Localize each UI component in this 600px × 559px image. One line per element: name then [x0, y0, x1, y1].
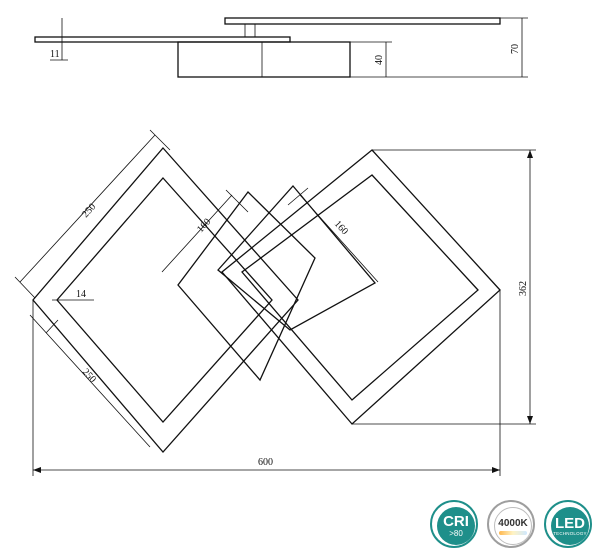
- led-badge-inner: LED TECHNOLOGY: [551, 507, 589, 545]
- side-panel-right: [224, 17, 501, 25]
- cri-badge: CRI >80: [430, 500, 478, 548]
- dim-thickness-label: 11: [50, 49, 60, 60]
- dim-total-width-arrow-right: [492, 467, 500, 473]
- right-diamond-outer: [221, 149, 501, 425]
- color-temperature-value: 4000K: [498, 517, 528, 529]
- dim-total-height-label: 70: [510, 44, 521, 54]
- dim-total-depth-arrow-top: [527, 150, 533, 158]
- cri-badge-inner: CRI >80: [437, 507, 475, 545]
- dim-body-height-label: 40: [374, 55, 385, 65]
- color-temperature-badge-inner: 4000K: [494, 507, 532, 545]
- dim-outer-square-line: [19, 134, 156, 283]
- dim-outer-square-ext-1: [14, 276, 36, 299]
- dim-inner-left-line: [161, 194, 233, 273]
- dim-total-width-label: 600: [258, 457, 273, 468]
- side-view: 11 40 70: [34, 17, 528, 78]
- led-badge-title: LED: [555, 514, 585, 532]
- center-square-left: [177, 191, 316, 382]
- top-view: 250 160 160 14 250 600 362: [14, 129, 536, 476]
- cri-badge-title: CRI: [443, 513, 469, 530]
- dim-outer-square-lower-ext: [45, 319, 59, 334]
- dim-outer-square-ext-2: [149, 129, 171, 151]
- dim-outer-square-lower-line: [29, 314, 151, 448]
- dim-total-depth-label: 362: [518, 281, 529, 296]
- center-square-right: [217, 185, 377, 331]
- dim-inner-right-ext: [287, 187, 309, 206]
- left-diamond-outer: [32, 147, 299, 453]
- dim-outer-square-label: 250: [80, 201, 98, 220]
- cri-badge-value: >80: [449, 529, 463, 538]
- dim-total-width-arrow-left: [33, 467, 41, 473]
- color-temperature-badge: 4000K: [487, 500, 535, 548]
- side-body: [177, 41, 351, 78]
- led-badge-subtitle: TECHNOLOGY: [553, 530, 587, 536]
- dim-outer-square-lower-label: 250: [80, 367, 98, 386]
- dim-frame-width-label: 14: [76, 289, 86, 300]
- side-connector: [244, 23, 256, 38]
- dim-total-depth-arrow-bottom: [527, 416, 533, 424]
- side-panel-left: [34, 36, 291, 43]
- left-diamond-inner: [56, 177, 273, 423]
- right-diamond-inner: [241, 174, 479, 401]
- color-temperature-gradient-icon: [499, 530, 527, 535]
- dim-inner-right-line: [299, 194, 379, 283]
- led-badge: LED TECHNOLOGY: [544, 500, 592, 548]
- dim-inner-left-ext: [225, 189, 249, 213]
